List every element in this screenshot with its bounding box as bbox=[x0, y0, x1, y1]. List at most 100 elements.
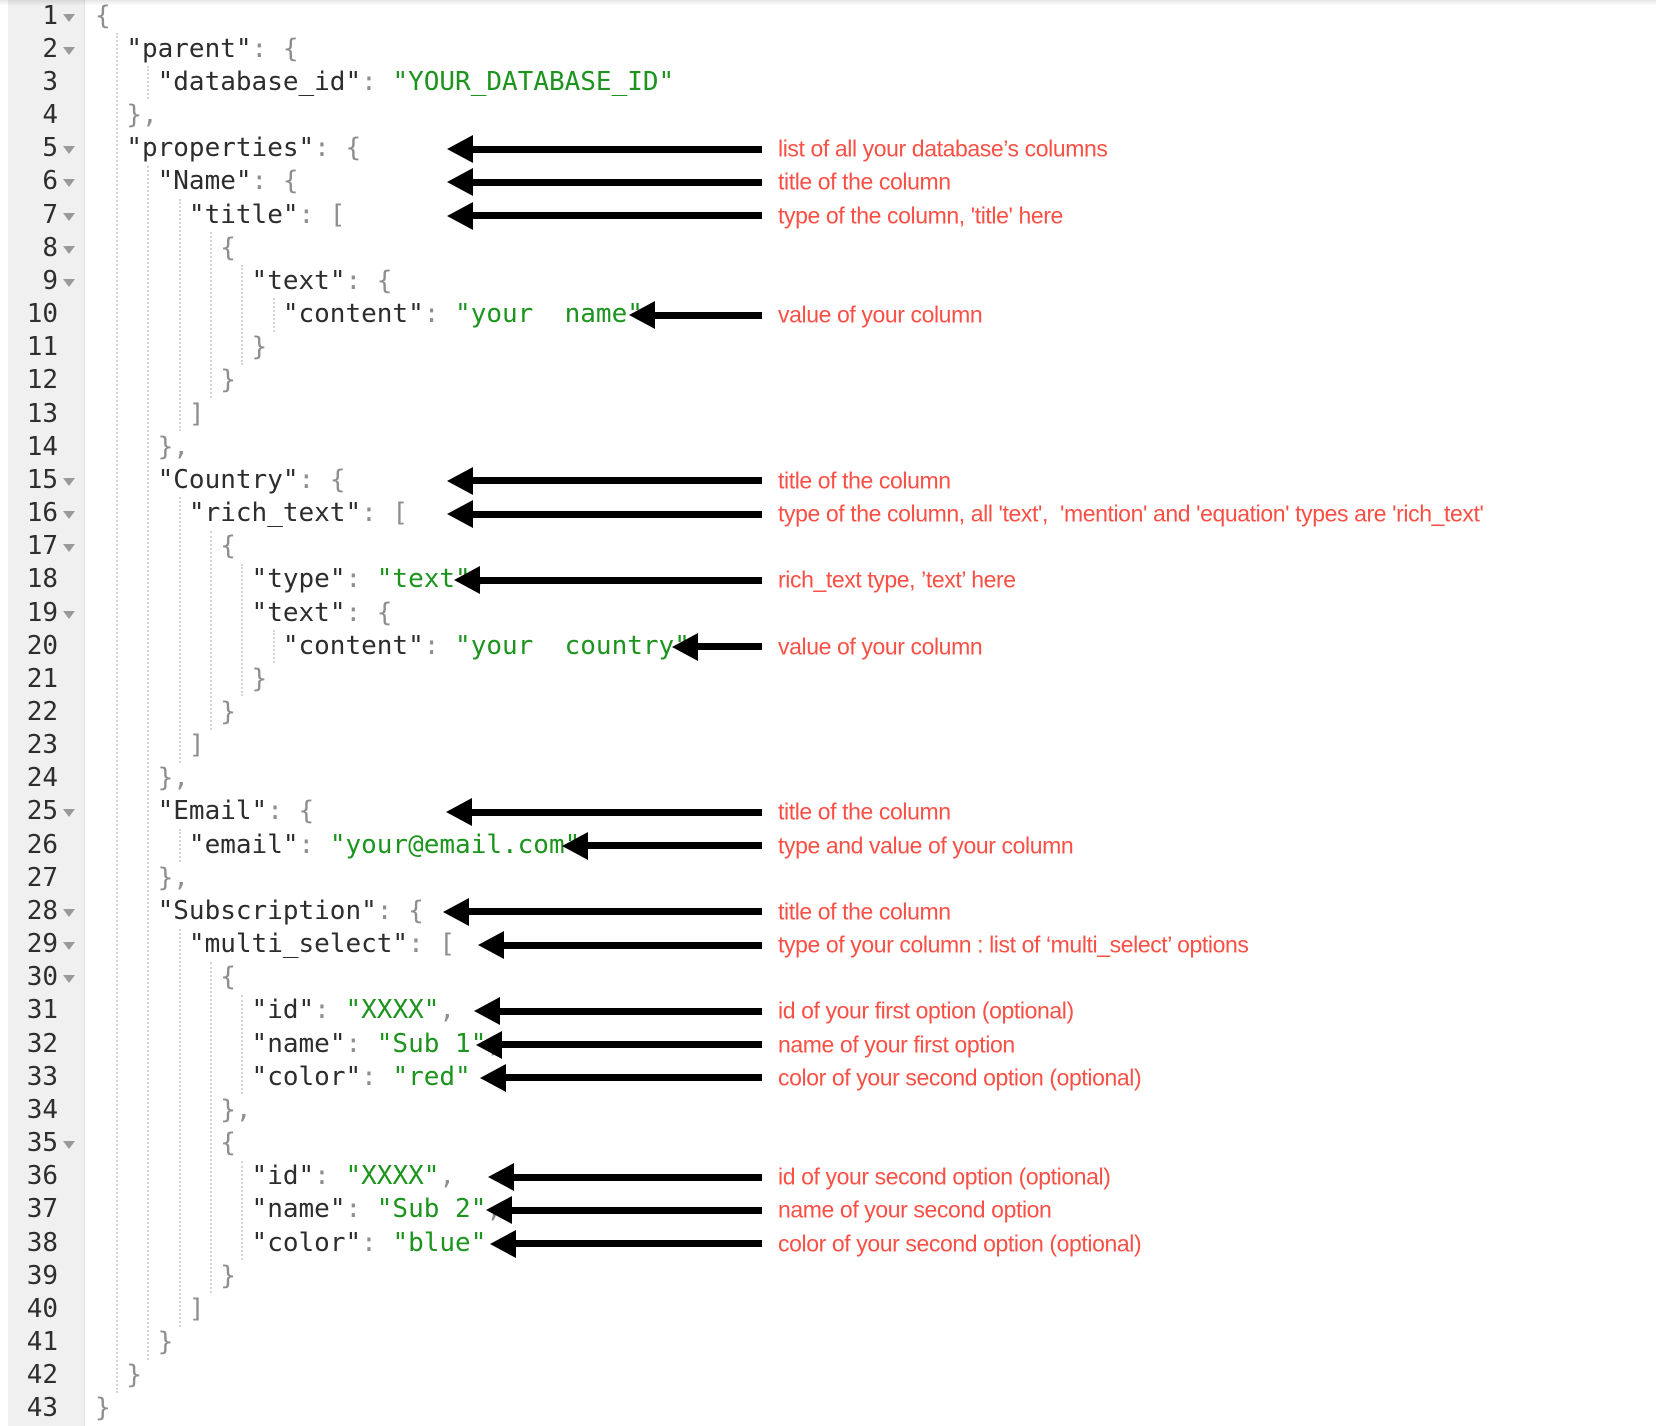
code-text[interactable]: }, bbox=[85, 432, 189, 462]
fold-chevron-down-icon[interactable] bbox=[63, 975, 75, 984]
line-number[interactable]: 13 bbox=[26, 398, 58, 429]
line-number[interactable]: 17 bbox=[26, 531, 58, 562]
code-text[interactable]: "content": "your country" bbox=[85, 631, 690, 661]
code-text[interactable]: "email": "your@email.com" bbox=[85, 830, 580, 860]
line-number[interactable]: 20 bbox=[26, 630, 58, 661]
code-text[interactable]: }, bbox=[85, 1095, 251, 1125]
line-number[interactable]: 33 bbox=[26, 1061, 58, 1092]
code-text[interactable]: "id": "XXXX", bbox=[85, 995, 456, 1025]
fold-chevron-down-icon[interactable] bbox=[63, 942, 75, 951]
line-number[interactable]: 31 bbox=[26, 995, 58, 1026]
code-text[interactable]: { bbox=[85, 962, 236, 992]
code-text[interactable]: "Subscription": { bbox=[85, 896, 424, 926]
line-number[interactable]: 32 bbox=[26, 1028, 58, 1059]
line-number[interactable]: 3 bbox=[42, 66, 58, 97]
line-number[interactable]: 41 bbox=[26, 1327, 58, 1358]
code-text[interactable]: ] bbox=[85, 1294, 205, 1324]
code-text[interactable]: "title": [ bbox=[85, 200, 346, 230]
fold-chevron-down-icon[interactable] bbox=[63, 1141, 75, 1150]
line-number[interactable]: 27 bbox=[26, 862, 58, 893]
line-number[interactable]: 24 bbox=[26, 763, 58, 794]
line-number[interactable]: 14 bbox=[26, 431, 58, 462]
fold-chevron-down-icon[interactable] bbox=[63, 477, 75, 486]
line-number[interactable]: 9 bbox=[42, 265, 58, 296]
code-text[interactable]: { bbox=[85, 531, 236, 561]
code-text[interactable]: "content": "your name" bbox=[85, 299, 643, 329]
code-text[interactable]: "Country": { bbox=[85, 465, 346, 495]
code-text[interactable]: "color": "red" bbox=[85, 1062, 471, 1092]
fold-chevron-down-icon[interactable] bbox=[63, 146, 75, 155]
code-text[interactable]: "database_id": "YOUR_DATABASE_ID" bbox=[85, 67, 675, 97]
fold-chevron-down-icon[interactable] bbox=[63, 610, 75, 619]
code-text[interactable]: } bbox=[85, 1393, 111, 1423]
line-number[interactable]: 15 bbox=[26, 464, 58, 495]
code-text[interactable]: "id": "XXXX", bbox=[85, 1161, 456, 1191]
line-number[interactable]: 28 bbox=[26, 895, 58, 926]
line-number[interactable]: 18 bbox=[26, 564, 58, 595]
fold-chevron-down-icon[interactable] bbox=[63, 278, 75, 287]
code-text[interactable]: "Name": { bbox=[85, 166, 299, 196]
fold-chevron-down-icon[interactable] bbox=[63, 544, 75, 553]
code-text[interactable]: } bbox=[85, 1261, 236, 1291]
code-text[interactable]: } bbox=[85, 365, 236, 395]
line-number[interactable]: 8 bbox=[42, 232, 58, 263]
code-text[interactable]: } bbox=[85, 697, 236, 727]
line-number[interactable]: 30 bbox=[26, 962, 58, 993]
code-text[interactable]: "color": "blue" bbox=[85, 1228, 487, 1258]
code-text[interactable]: ] bbox=[85, 399, 205, 429]
code-text[interactable]: "Email": { bbox=[85, 796, 315, 826]
fold-chevron-down-icon[interactable] bbox=[63, 13, 75, 22]
line-number[interactable]: 1 bbox=[42, 0, 58, 31]
line-number[interactable]: 5 bbox=[42, 133, 58, 164]
line-number[interactable]: 37 bbox=[26, 1194, 58, 1225]
line-number[interactable]: 22 bbox=[26, 696, 58, 727]
line-number[interactable]: 19 bbox=[26, 597, 58, 628]
code-text[interactable]: { bbox=[85, 233, 236, 263]
line-number[interactable]: 4 bbox=[42, 100, 58, 131]
code-text[interactable]: } bbox=[85, 1360, 142, 1390]
line-number[interactable]: 23 bbox=[26, 730, 58, 761]
line-number[interactable]: 12 bbox=[26, 365, 58, 396]
fold-chevron-down-icon[interactable] bbox=[63, 212, 75, 221]
line-number[interactable]: 29 bbox=[26, 929, 58, 960]
fold-chevron-down-icon[interactable] bbox=[63, 46, 75, 55]
code-text[interactable]: }, bbox=[85, 100, 157, 130]
line-number[interactable]: 34 bbox=[26, 1094, 58, 1125]
code-text[interactable]: }, bbox=[85, 763, 189, 793]
line-number[interactable]: 21 bbox=[26, 663, 58, 694]
line-number[interactable]: 35 bbox=[26, 1128, 58, 1159]
fold-chevron-down-icon[interactable] bbox=[63, 511, 75, 520]
fold-chevron-down-icon[interactable] bbox=[63, 809, 75, 818]
code-text[interactable]: } bbox=[85, 664, 268, 694]
code-text[interactable]: ] bbox=[85, 730, 205, 760]
line-number[interactable]: 36 bbox=[26, 1161, 58, 1192]
line-number[interactable]: 39 bbox=[26, 1260, 58, 1291]
code-text[interactable]: "text": { bbox=[85, 266, 393, 296]
code-text[interactable]: { bbox=[85, 1128, 236, 1158]
code-text[interactable]: "text": { bbox=[85, 598, 393, 628]
code-text[interactable]: "multi_select": [ bbox=[85, 929, 455, 959]
code-text[interactable]: "name": "Sub 2", bbox=[85, 1194, 502, 1224]
line-number[interactable]: 11 bbox=[26, 332, 58, 363]
line-number[interactable]: 2 bbox=[42, 33, 58, 64]
line-number[interactable]: 43 bbox=[26, 1393, 58, 1424]
fold-chevron-down-icon[interactable] bbox=[63, 245, 75, 254]
line-number[interactable]: 6 bbox=[42, 166, 58, 197]
line-number[interactable]: 7 bbox=[42, 199, 58, 230]
code-text[interactable]: "properties": { bbox=[85, 133, 361, 163]
line-number[interactable]: 38 bbox=[26, 1227, 58, 1258]
line-number[interactable]: 40 bbox=[26, 1293, 58, 1324]
code-text[interactable]: "rich_text": [ bbox=[85, 498, 408, 528]
code-text[interactable]: "parent": { bbox=[85, 34, 298, 64]
code-text[interactable]: "name": "Sub 1", bbox=[85, 1029, 502, 1059]
code-text[interactable]: { bbox=[85, 1, 111, 31]
fold-chevron-down-icon[interactable] bbox=[63, 179, 75, 188]
code-text[interactable]: } bbox=[85, 1327, 174, 1357]
code-text[interactable]: }, bbox=[85, 863, 189, 893]
line-number[interactable]: 25 bbox=[26, 796, 58, 827]
line-number[interactable]: 10 bbox=[26, 299, 58, 330]
line-number[interactable]: 26 bbox=[26, 829, 58, 860]
code-text[interactable]: } bbox=[85, 332, 268, 362]
code-text[interactable]: "type": "text", bbox=[85, 564, 487, 594]
fold-chevron-down-icon[interactable] bbox=[63, 908, 75, 917]
